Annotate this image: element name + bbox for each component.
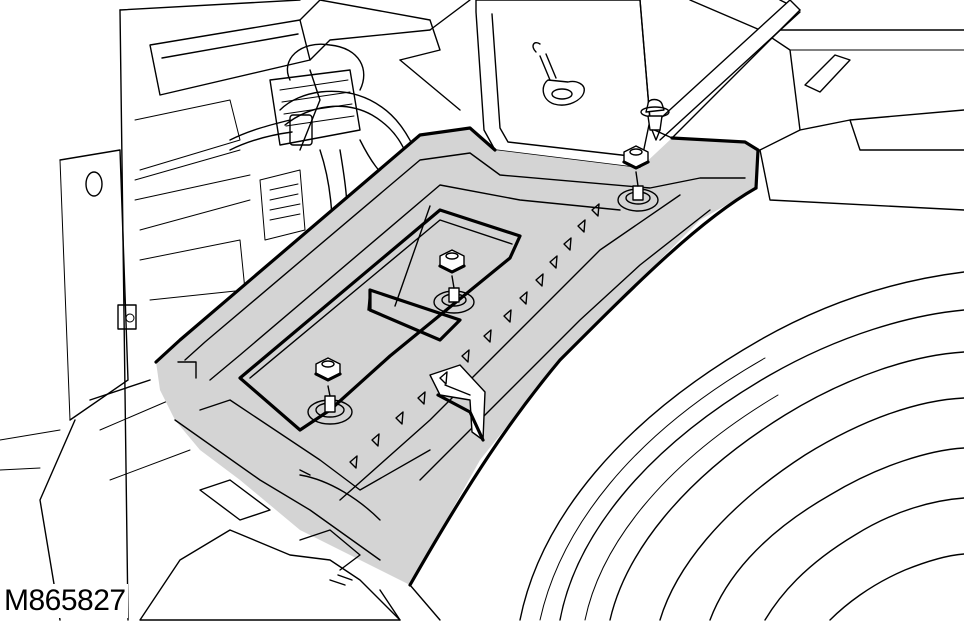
- clip-icon: [640, 98, 670, 141]
- left-body-structure: [0, 0, 301, 621]
- nut-icon: [617, 145, 659, 212]
- nut-icon: [307, 357, 353, 425]
- wiring-harness-area: [134, 0, 471, 301]
- foreground-edge: [139, 479, 441, 621]
- retainer-teeth: [349, 203, 600, 469]
- floor-trim-panel: [154, 126, 760, 587]
- clip-icon: [532, 42, 585, 106]
- wheel-well: [519, 271, 964, 621]
- nut-icon: [433, 249, 475, 314]
- upper-trim-panel: [475, 0, 801, 169]
- figure-code-label: M865827: [4, 584, 128, 618]
